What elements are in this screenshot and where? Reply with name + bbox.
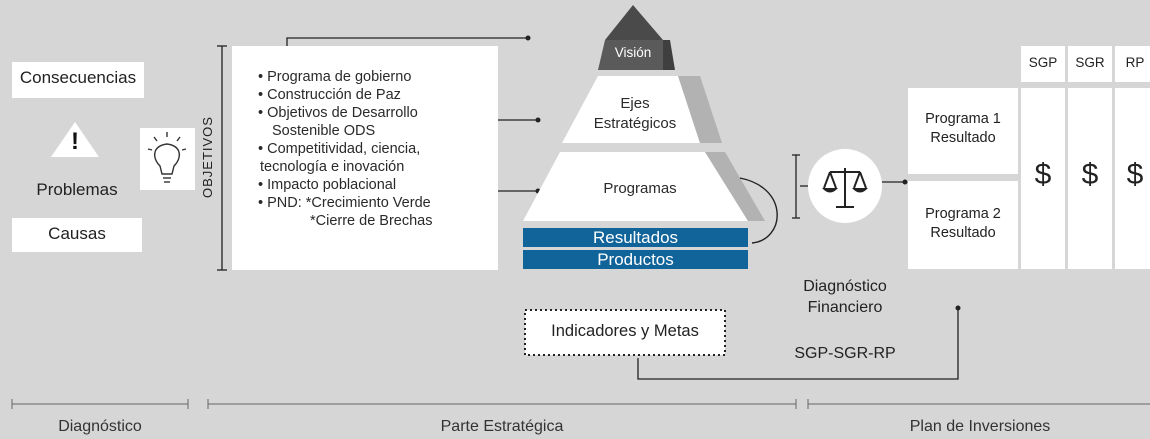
warning-triangle-shape [51,122,99,157]
problemas-label: Problemas [36,180,118,199]
programa2-box: Programa 2 Resultado [908,181,1018,269]
lightbulb-icon [147,132,187,183]
objetivo-item: • Objetivos de Desarrollo [258,105,418,121]
sgp-column: $ [1021,88,1065,269]
programa1-label: Programa 1 Resultado [908,110,1018,148]
consecuencias-label: Consecuencias [19,68,137,87]
section-diagnostico: Diagnóstico [58,418,142,435]
rp-header-box: RP [1115,46,1150,82]
objetivos-box [232,46,498,270]
causas-label: Causas [48,224,106,243]
rp-dollar: $ [1126,158,1144,191]
sgp-header: SGP [1028,55,1058,70]
vision-peak [605,5,663,40]
objetivo-item: Sostenible ODS [272,123,376,139]
balance-scale-icon [823,168,867,208]
consecuencias-box: Consecuencias [12,62,144,98]
sgp-dollar: $ [1034,158,1052,191]
vision-label: Visión [614,45,652,60]
rp-column: $ [1115,88,1150,269]
objetivo-item: • Competitividad, ciencia, [258,141,421,157]
productos-bar: Productos [523,250,748,269]
warning-icon: ! [71,128,79,155]
indicadores-label: Indicadores y Metas [551,322,699,340]
section-parte-estrategica: Parte Estratégica [440,418,564,435]
objetivo-item: • PND: *Crecimiento Verde [258,195,431,211]
financiero-line: Diagnóstico [803,278,887,295]
objetivo-item: • Programa de gobierno [258,69,412,85]
programa2-line: Resultado [930,225,996,241]
financiero-line: Financiero [807,299,883,316]
sgr-header: SGR [1075,55,1105,70]
ejes-line: Estratégicos [593,115,677,132]
ejes-label: Ejes Estratégicos [580,94,690,134]
objetivo-item: *Cierre de Brechas [310,213,433,229]
programa1-line: Resultado [930,130,996,146]
causas-box: Causas [12,218,142,252]
programa1-box: Programa 1 Resultado [908,88,1018,174]
sgr-dollar: $ [1081,158,1099,191]
section-plan-inversiones: Plan de Inversiones [909,418,1051,435]
diagnostico-financiero-label: Diagnóstico Financiero [780,276,910,318]
ejes-line: Ejes [620,95,650,112]
objetivo-item: tecnología e inovación [260,159,405,175]
rp-header: RP [1125,55,1145,70]
objetivo-item: • Impacto poblacional [258,177,397,193]
sgp-header-box: SGP [1021,46,1065,82]
programa1-line: Programa 1 [925,111,1001,127]
sgr-header-box: SGR [1068,46,1112,82]
programa2-label: Programa 2 Resultado [908,205,1018,243]
fuentes-label: SGP-SGR-RP [794,345,896,362]
programas-label: Programas [603,180,677,197]
programa2-line: Programa 2 [925,206,1001,222]
objetivo-item: • Construcción de Paz [258,87,401,103]
sgr-column: $ [1068,88,1112,269]
objetivos-label: OBJETIVOS [200,116,215,198]
resultados-bar: Resultados [523,228,748,247]
objetivos-list: • Programa de gobierno • Construcción de… [258,68,433,230]
